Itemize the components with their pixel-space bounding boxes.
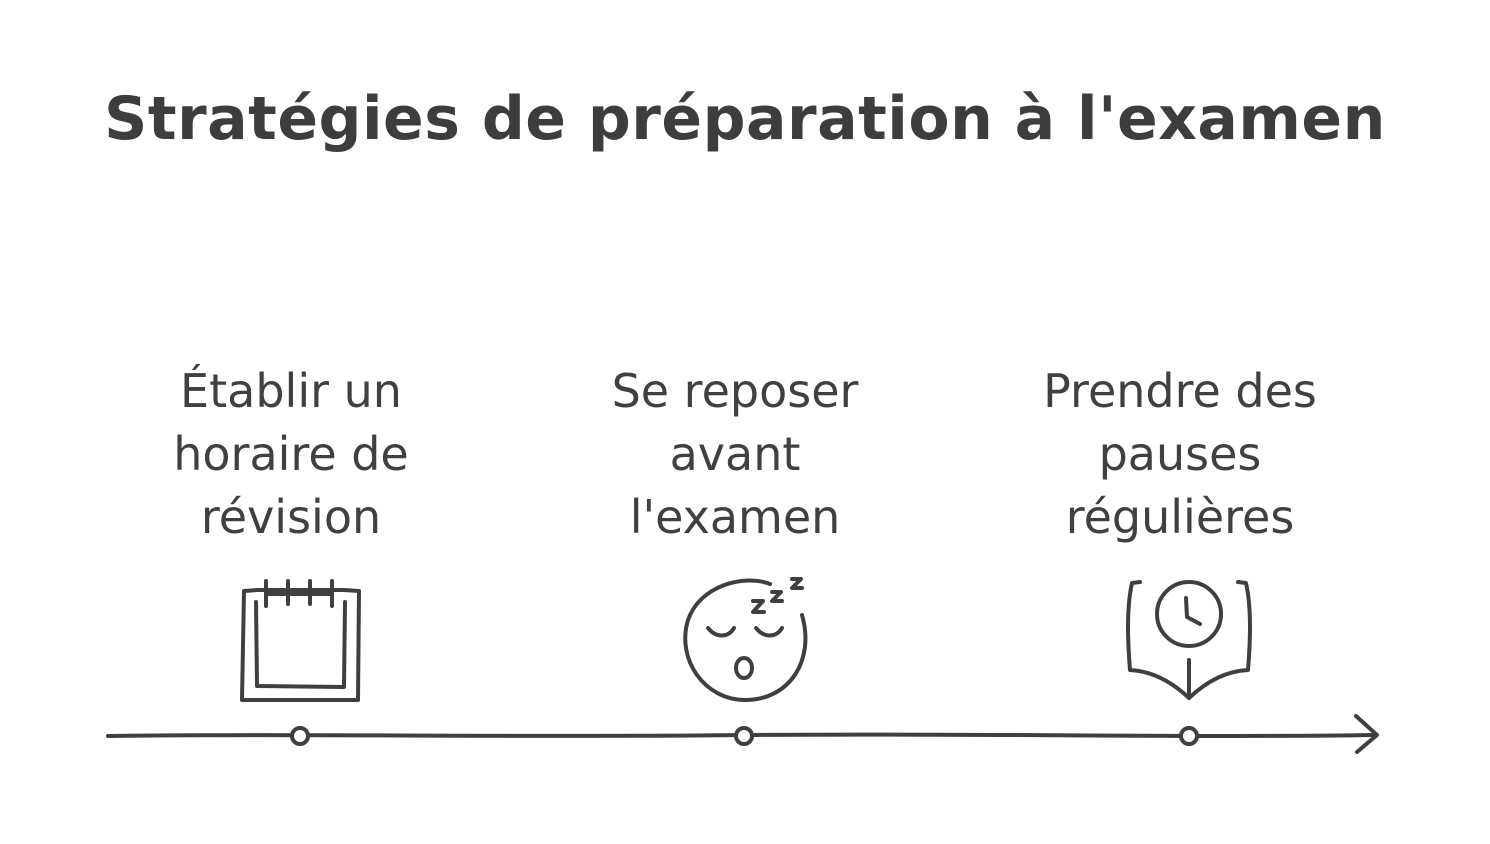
step-label-line: révision — [200, 490, 382, 544]
step-label-line: régulières — [1065, 490, 1295, 544]
diagram-title: Stratégies de préparation à l'examen — [104, 84, 1386, 154]
timeline-arrowhead — [1354, 714, 1379, 754]
step-label-line: Établir un — [180, 364, 402, 418]
sleeping-face-icon — [683, 577, 808, 702]
step-label-line: horaire de — [173, 427, 409, 481]
step-label-line: pauses — [1098, 427, 1262, 481]
step-label-line: Se reposer — [611, 364, 859, 418]
step-label-line: avant — [669, 427, 801, 481]
step-label-breaks: Prendre des pauses régulières — [990, 360, 1370, 549]
timeline-marker — [1179, 726, 1199, 746]
calendar-icon — [240, 579, 361, 702]
step-label-line: Prendre des — [1043, 364, 1317, 418]
timeline-marker — [734, 726, 754, 746]
timeline-marker — [290, 726, 310, 746]
step-label-rest: Se reposer avant l'examen — [545, 360, 925, 549]
step-label-line: l'examen — [629, 490, 841, 544]
clock-book-icon — [1126, 580, 1252, 700]
step-label-schedule: Établir un horaire de révision — [101, 360, 481, 549]
